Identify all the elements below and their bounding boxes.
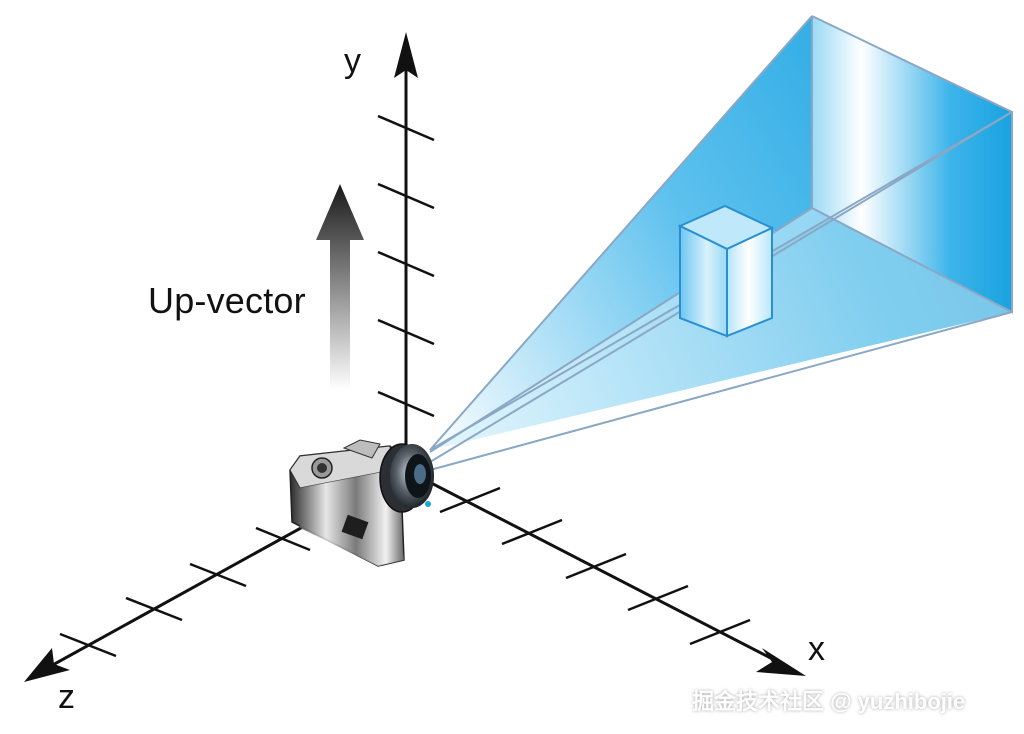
- up-vector-arrow-icon: [316, 184, 364, 392]
- y-axis-label: y: [344, 42, 361, 80]
- z-axis-label: z: [58, 678, 75, 716]
- y-arrowhead: [394, 32, 418, 78]
- x-axis-ticks: [439, 486, 751, 646]
- target-cube: [677, 204, 775, 338]
- camera-icon: [289, 439, 434, 567]
- x-arrowhead: [756, 648, 806, 676]
- axis-arrowheads: [24, 32, 806, 682]
- y-axis-ticks: [377, 114, 435, 418]
- x-axis: [405, 468, 791, 670]
- watermark-text: 掘金技术社区 @ yuzhibojie: [692, 689, 966, 714]
- up-vector-label: Up-vector: [148, 280, 306, 321]
- z-arrowhead: [24, 648, 70, 682]
- x-axis-label: x: [808, 630, 825, 668]
- z-axis-ticks: [59, 526, 311, 658]
